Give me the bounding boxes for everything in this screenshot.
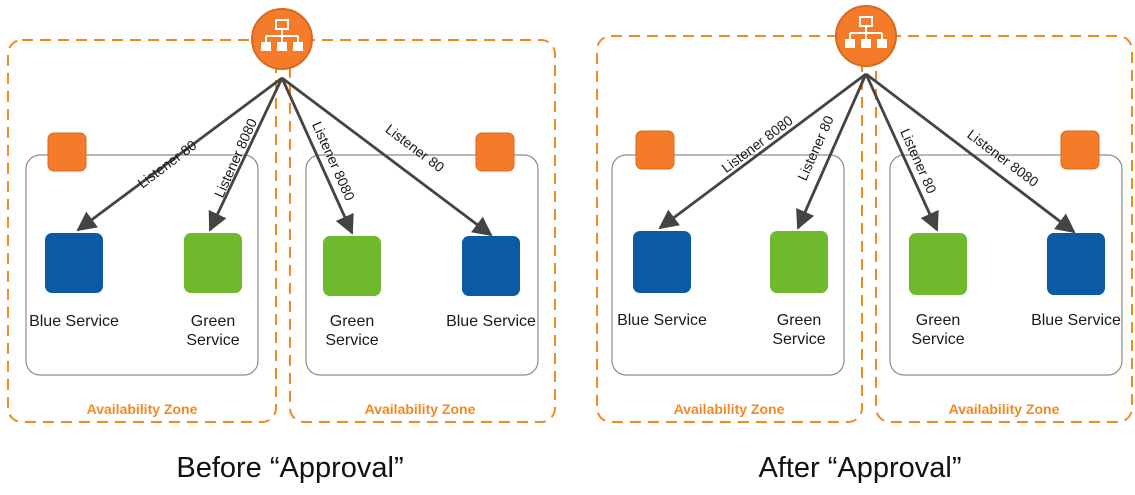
availability-zone-border [875,35,1133,423]
availability-zone-label: Availability Zone [365,401,476,417]
availability-zone-label: Availability Zone [674,401,785,417]
listener-arrow [796,73,868,230]
blue-service-icon [45,233,103,293]
panel-after: Blue Service Green Service Availability … [596,5,1133,423]
deployment-diagram: Blue Service Green Service Availability … [7,5,1133,423]
panel-before: Blue Service Green Service Availability … [7,8,556,423]
service-label: Blue Service [1031,312,1121,329]
listener-arrow [280,77,354,235]
listener-arrow [864,73,939,232]
availability-zone: Blue Service Green Service Availability … [596,35,863,423]
orange-square-node-icon [475,132,515,172]
service-label: Blue Service [617,312,707,329]
availability-zone: Green Service Blue Service Availability … [289,39,556,423]
service-label: Blue Service [446,313,536,330]
service-label: Green [777,312,821,329]
subnet-box [25,154,259,376]
availability-zone: Green Service Blue Service Availability … [875,35,1133,423]
blue-service-icon [462,236,520,296]
green-service-icon [909,233,967,295]
listener-label: Listener 80 [383,121,448,176]
service-label: Green [330,313,374,330]
subnet-box [889,154,1123,376]
orange-square-node-icon [635,130,675,170]
blue-service-icon [1047,233,1105,295]
orange-square-node-icon [1060,130,1100,170]
orange-square-node-icon [47,132,87,172]
green-service-icon [184,233,242,293]
availability-zone-border [7,39,277,423]
subnet-box [611,154,845,376]
listener-arrow [658,72,867,230]
service-label: Blue Service [29,313,119,330]
listener-label: Listener 8080 [718,112,796,176]
listener-arrow [76,76,283,232]
before-approval-caption: Before “Approval” [176,452,404,484]
availability-zone-label: Availability Zone [949,401,1060,417]
blue-service-icon [633,231,691,293]
load-balancer-hierarchy-icon [835,5,897,67]
availability-zone-border [289,39,556,423]
listener-label: Listener 80 [135,137,200,192]
service-label: Green [916,312,960,329]
listener-label: Listener 80 [897,126,940,196]
listener-arrow [281,76,493,237]
load-balancer-hierarchy-icon [251,8,313,70]
availability-zone-label: Availability Zone [87,401,198,417]
service-label: Service [186,332,239,349]
listener-arrow [208,77,284,232]
service-label: Service [911,331,964,348]
green-service-icon [770,231,828,293]
green-service-icon [323,236,381,296]
service-label: Service [325,332,378,349]
service-label: Green [191,313,235,330]
availability-zone-border [596,35,863,423]
subnet-box [305,154,539,376]
listener-arrow [865,72,1076,234]
after-approval-caption: After “Approval” [758,452,962,484]
availability-zone: Blue Service Green Service Availability … [7,39,277,423]
service-label: Service [772,331,825,348]
